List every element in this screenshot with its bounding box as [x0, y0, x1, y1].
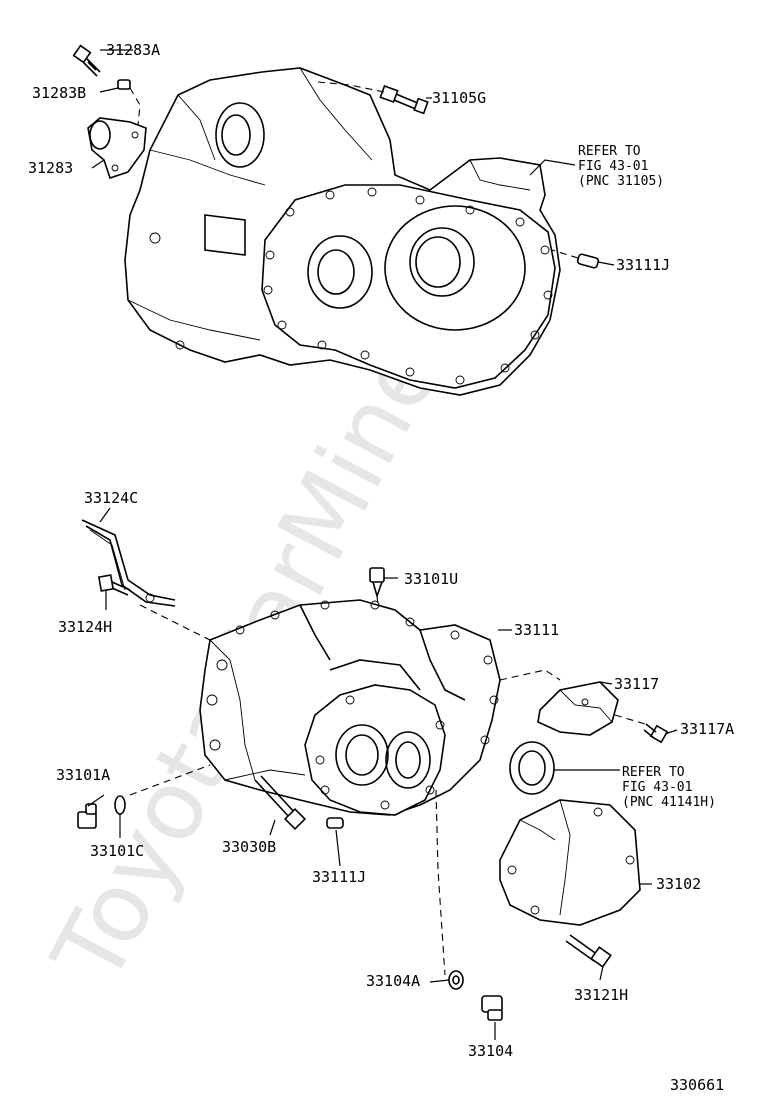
transmission-case-drawing [199, 599, 501, 816]
label-33101A: 33101A [56, 766, 110, 784]
bracket-33117-drawing [537, 681, 619, 736]
bolt-33117A-drawing [643, 723, 669, 744]
bolt-31105G-drawing [379, 84, 429, 115]
figure-number: 330661 [670, 1076, 724, 1094]
bottom-leader-lines [87, 507, 678, 1040]
pin-33111J-top-drawing [576, 253, 600, 269]
transaxle-housing-drawing [124, 67, 561, 396]
plug-33104-drawing [481, 995, 503, 1021]
label-33104: 33104 [468, 1042, 513, 1060]
bolt-33121H-drawing [565, 934, 612, 968]
ref-top-line3: (PNC 31105) [578, 174, 664, 189]
ref-bottom-line3: (PNC 41141H) [622, 795, 716, 810]
gasket-33101C-drawing [114, 795, 126, 815]
top-leader-lines [91, 49, 615, 266]
label-33117A: 33117A [680, 720, 734, 738]
pin-33111J-bottom-drawing [326, 817, 344, 829]
gasket-33104A-drawing [448, 970, 464, 990]
label-31283: 31283 [28, 159, 73, 177]
label-33121H: 33121H [574, 986, 628, 1004]
label-33117: 33117 [614, 675, 659, 693]
label-33030B: 33030B [222, 838, 276, 856]
label-33102: 33102 [656, 875, 701, 893]
label-33101C: 33101C [90, 842, 144, 860]
label-33104A: 33104A [366, 972, 420, 990]
pin-31283B-drawing [117, 79, 131, 90]
label-33124C: 33124C [84, 489, 138, 507]
ref-bottom-line2: FIG 43-01 [622, 780, 692, 795]
label-31283A: 31283A [106, 41, 160, 59]
label-33111: 33111 [514, 621, 559, 639]
ref-top-line2: FIG 43-01 [578, 159, 648, 174]
label-33111J-bottom: 33111J [312, 868, 366, 886]
oil-seal-drawing [509, 741, 555, 795]
plug-33101U-drawing [369, 567, 385, 599]
label-33124H: 33124H [58, 618, 112, 636]
label-31283B: 31283B [32, 84, 86, 102]
cover-31283-drawing [87, 117, 147, 180]
ref-bottom-line1: REFER TO [622, 765, 685, 780]
label-31105G: 31105G [432, 89, 486, 107]
label-33101U: 33101U [404, 570, 458, 588]
label-33111J-top: 33111J [616, 256, 670, 274]
bolt-33124H-drawing [97, 574, 131, 596]
lever-33124C-drawing [81, 519, 176, 607]
bolt-33030B-drawing [254, 775, 307, 831]
bolt-31283A-drawing [72, 44, 101, 77]
extension-housing-33102-drawing [499, 799, 641, 926]
ref-top-line1: REFER TO [578, 144, 641, 159]
drain-plug-33101A-drawing [77, 803, 97, 829]
